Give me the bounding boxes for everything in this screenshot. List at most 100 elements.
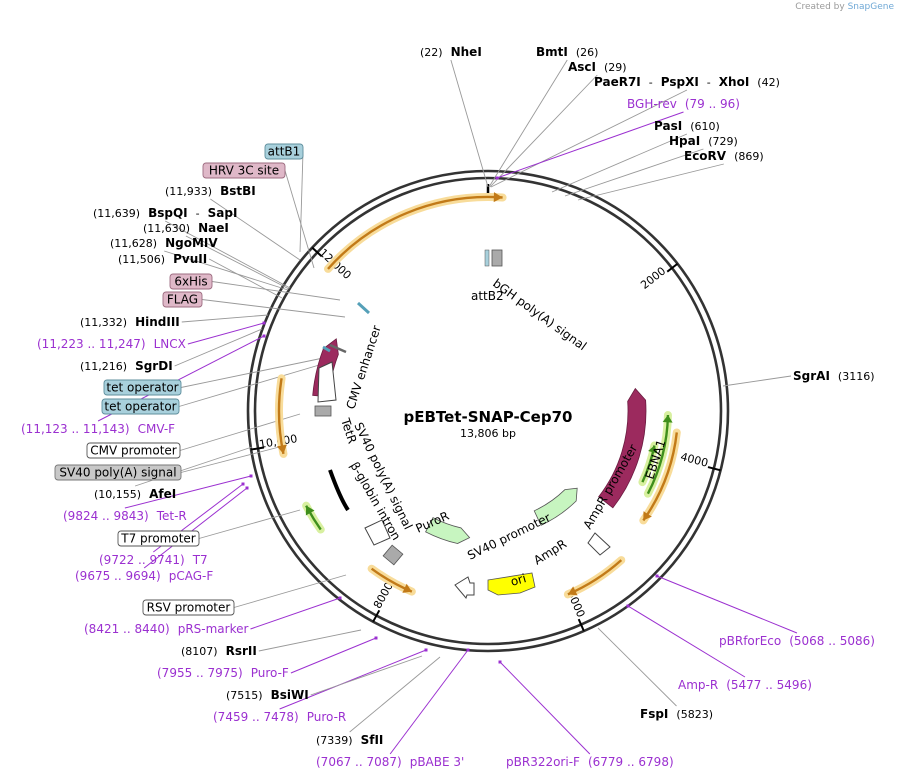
leader-line xyxy=(310,655,423,696)
site-label-part: (11,216) xyxy=(80,360,127,373)
site-label-part: (42) xyxy=(757,76,780,89)
leader-line xyxy=(181,314,269,323)
snapgene-brand: SnapGene xyxy=(847,2,894,12)
leader-line xyxy=(290,637,377,674)
site-label-part: (11,223 .. 11,247) xyxy=(37,337,146,351)
feature-box xyxy=(117,530,200,547)
primer-site-mark xyxy=(374,636,378,640)
site-label: (8107)RsrII xyxy=(181,644,257,658)
site-label: (7459 .. 7478) Puro-R xyxy=(213,710,346,724)
leader-line xyxy=(143,487,248,569)
site-label-part: PspXI xyxy=(661,75,699,89)
site-label-part: (79 .. 96) xyxy=(685,97,740,111)
site-label-part: (610) xyxy=(690,120,720,133)
leader-lines xyxy=(97,59,798,755)
site-label: SgrAI(3116) xyxy=(793,369,874,383)
plasmid-size: 13,806 bp xyxy=(460,427,516,440)
feature-box xyxy=(264,143,304,160)
leader-line xyxy=(180,444,288,473)
ebna1-orange-arc xyxy=(642,432,678,522)
sv40-promoter-arrow xyxy=(454,576,475,600)
site-label-part: pCAG-F xyxy=(169,569,214,583)
leader-line xyxy=(279,649,427,710)
site-label-part: BsiWI xyxy=(271,688,309,702)
site-label-part: pRS-marker xyxy=(178,622,249,636)
leader-line xyxy=(489,74,598,188)
feature-label: AmpR promoter xyxy=(580,442,640,532)
site-label-part: LNCX xyxy=(154,337,186,351)
site-label: (10,155)AfeI xyxy=(94,487,176,501)
site-label-part: (9824 .. 9843) xyxy=(63,509,149,523)
sv40-polya-block xyxy=(314,405,332,417)
site-label: (11,933)BstBI xyxy=(165,184,256,198)
site-label-part: (9675 .. 9694) xyxy=(75,569,161,583)
tick-mark xyxy=(311,246,323,258)
site-label-part: NaeI xyxy=(198,221,229,235)
site-label-part: Puro-R xyxy=(307,710,347,724)
site-label-part: (7459 .. 7478) xyxy=(213,710,299,724)
site-label-part: (22) xyxy=(420,46,443,59)
site-label-part: FspI xyxy=(640,707,668,721)
site-label: (9824 .. 9843)Tet-R xyxy=(63,509,187,523)
leader-line xyxy=(210,198,301,261)
feature-box-label: SV40 poly(A) signal xyxy=(59,466,176,480)
snapgene-credit: Created by SnapGene xyxy=(795,2,894,12)
primer-site-mark xyxy=(424,648,428,652)
site-label-part: NgoMIV xyxy=(165,236,218,250)
site-label-part: (11,123 .. 11,143) xyxy=(21,422,130,436)
leader-line xyxy=(178,362,327,407)
site-label-part: SfII xyxy=(361,733,384,747)
site-label: (7515) BsiWI xyxy=(226,688,309,702)
site-label: pBR322ori-F(6779 .. 6798) xyxy=(506,755,674,769)
bgh-polya-block xyxy=(491,249,503,267)
site-label: Amp-R(5477 .. 5496) xyxy=(678,678,812,692)
primer-site-mark xyxy=(241,482,245,486)
feature-box-label: HRV 3C site xyxy=(209,164,279,178)
tick-mark xyxy=(577,618,585,632)
site-label-part: (7067 .. 7087) xyxy=(316,755,402,769)
leader-line xyxy=(208,258,283,299)
site-label: (7067 .. 7087) pBABE 3' xyxy=(316,755,464,769)
site-label-part: (11,933) xyxy=(165,185,212,198)
site-label-part: CMV-F xyxy=(138,422,176,436)
cmv-enhancer-arrow xyxy=(317,361,337,403)
site-label: (7339) SfII xyxy=(316,733,383,747)
ebna1-green-arc-2-arrowhead xyxy=(648,445,658,454)
site-label: FspI(5823) xyxy=(640,707,713,721)
ebna1-green-arc-1-arrowhead xyxy=(662,414,673,423)
site-label-part: Puro-F xyxy=(251,666,289,680)
site-label-part: XhoI xyxy=(719,75,750,89)
site-label: PaeR7I-PspXI-XhoI(42) xyxy=(594,75,780,89)
leader-line xyxy=(564,148,704,197)
site-label-part: (11,332) xyxy=(80,316,127,329)
small-gray-block xyxy=(382,544,404,566)
site-label-part: HpaI xyxy=(669,134,700,148)
site-label: (11,506)PvuII xyxy=(118,252,207,266)
ebna1-arrow xyxy=(598,387,647,509)
site-label-part: (7339) xyxy=(316,734,353,747)
feature-label: AmpR xyxy=(531,537,569,568)
site-label-part: pBABE 3' xyxy=(410,755,465,769)
site-label: (9675 .. 9694) pCAG-F xyxy=(75,569,213,583)
site-label-part: BGH-rev xyxy=(627,97,677,111)
site-label-part: (11,506) xyxy=(118,253,165,266)
site-label-part: (5068 .. 5086) xyxy=(789,634,875,648)
leader-line xyxy=(185,235,290,290)
ampr-orange-arc-halo xyxy=(563,556,626,599)
leader-line xyxy=(164,250,289,291)
site-label-part: (8421 .. 8440) xyxy=(84,622,170,636)
site-label-part: (7515) xyxy=(226,689,263,702)
feature-label: attB2 xyxy=(471,289,504,303)
site-label: (7955 .. 7975)Puro-F xyxy=(157,666,289,680)
feature-box-label: attB1 xyxy=(268,145,301,159)
plasmid-name: pEBTet-SNAP-Cep70 xyxy=(404,408,573,426)
feature-box-label: RSV promoter xyxy=(147,601,231,615)
site-label-part: (11,630) xyxy=(143,222,190,235)
site-label: PasI(610) xyxy=(654,119,720,133)
leader-line xyxy=(627,605,746,678)
site-label-part: BmtI xyxy=(536,45,568,59)
site-label: (11,332)HindIII xyxy=(80,315,180,329)
site-label: (11,639)BspQI-SapI xyxy=(93,206,237,220)
